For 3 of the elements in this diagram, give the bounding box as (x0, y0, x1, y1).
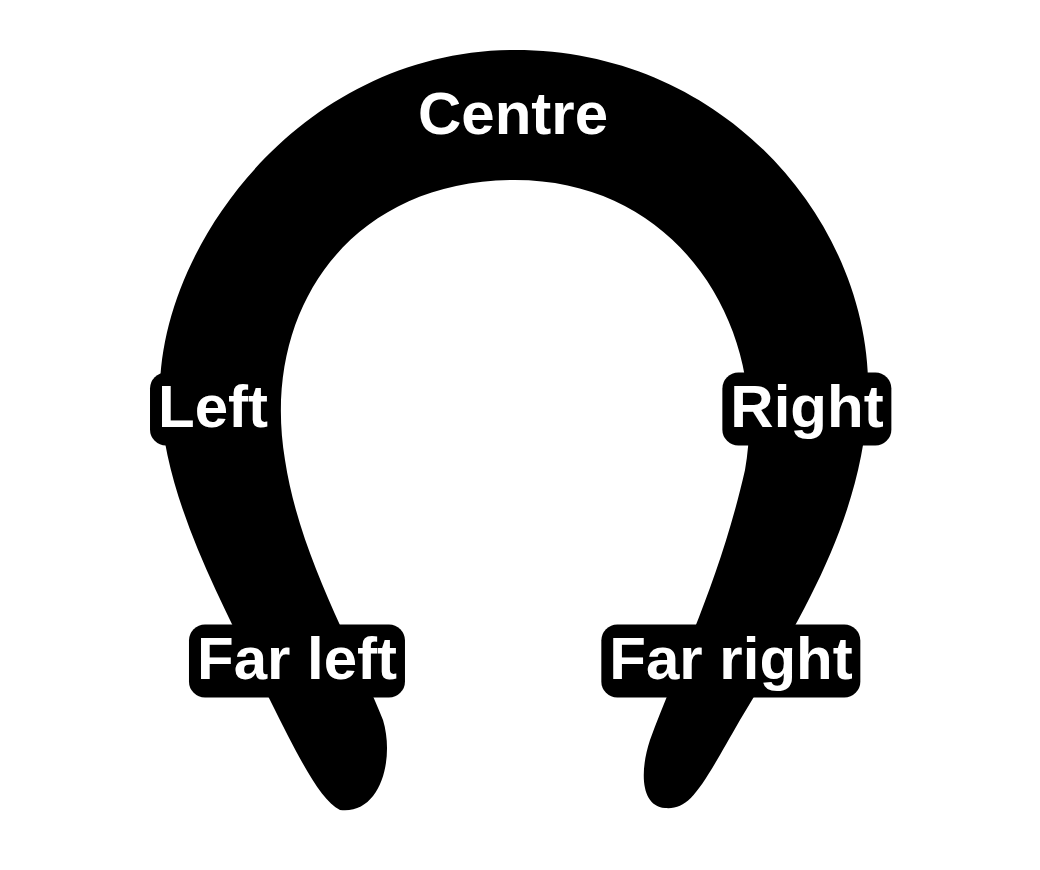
position-label: Far left (189, 624, 405, 698)
position-label: Far right (601, 624, 861, 698)
position-label: Right (722, 372, 892, 446)
